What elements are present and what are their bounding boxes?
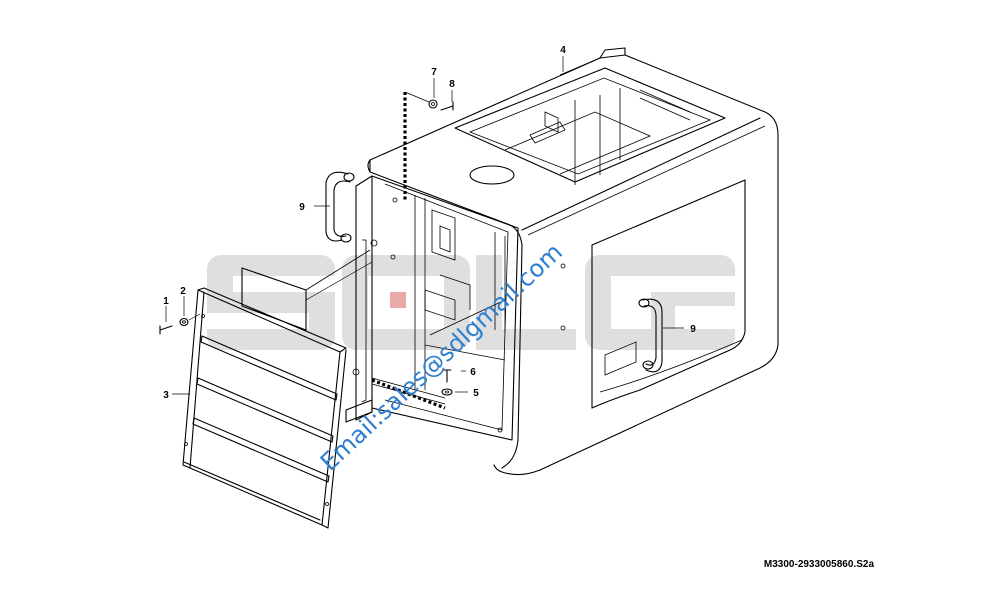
- callout-9-right: 9: [690, 324, 696, 335]
- dashed-assembly-line-bottom: [371, 378, 446, 410]
- callout-8: 8: [449, 79, 455, 90]
- bolt-washer-5-6: [441, 369, 453, 396]
- callout-5: 5: [473, 388, 479, 399]
- callout-4: 4: [560, 45, 566, 56]
- handrail-right: [638, 298, 663, 373]
- bolt-washer-7-8: [416, 96, 454, 111]
- callout-7: 7: [431, 67, 437, 78]
- callout-3: 3: [163, 390, 169, 401]
- callout-6: 6: [470, 367, 476, 378]
- sdlg-logo-watermark: [207, 255, 735, 350]
- callout-2: 2: [180, 286, 186, 297]
- drawing-code: M3300-2933005860.S2a: [764, 559, 875, 570]
- callout-1: 1: [163, 296, 169, 307]
- callout-9-left: 9: [299, 202, 305, 213]
- bolt-washer-1-2: [159, 313, 201, 335]
- cab-body: [345, 47, 779, 476]
- front-guard: [182, 249, 371, 529]
- handrail-left: [325, 171, 355, 243]
